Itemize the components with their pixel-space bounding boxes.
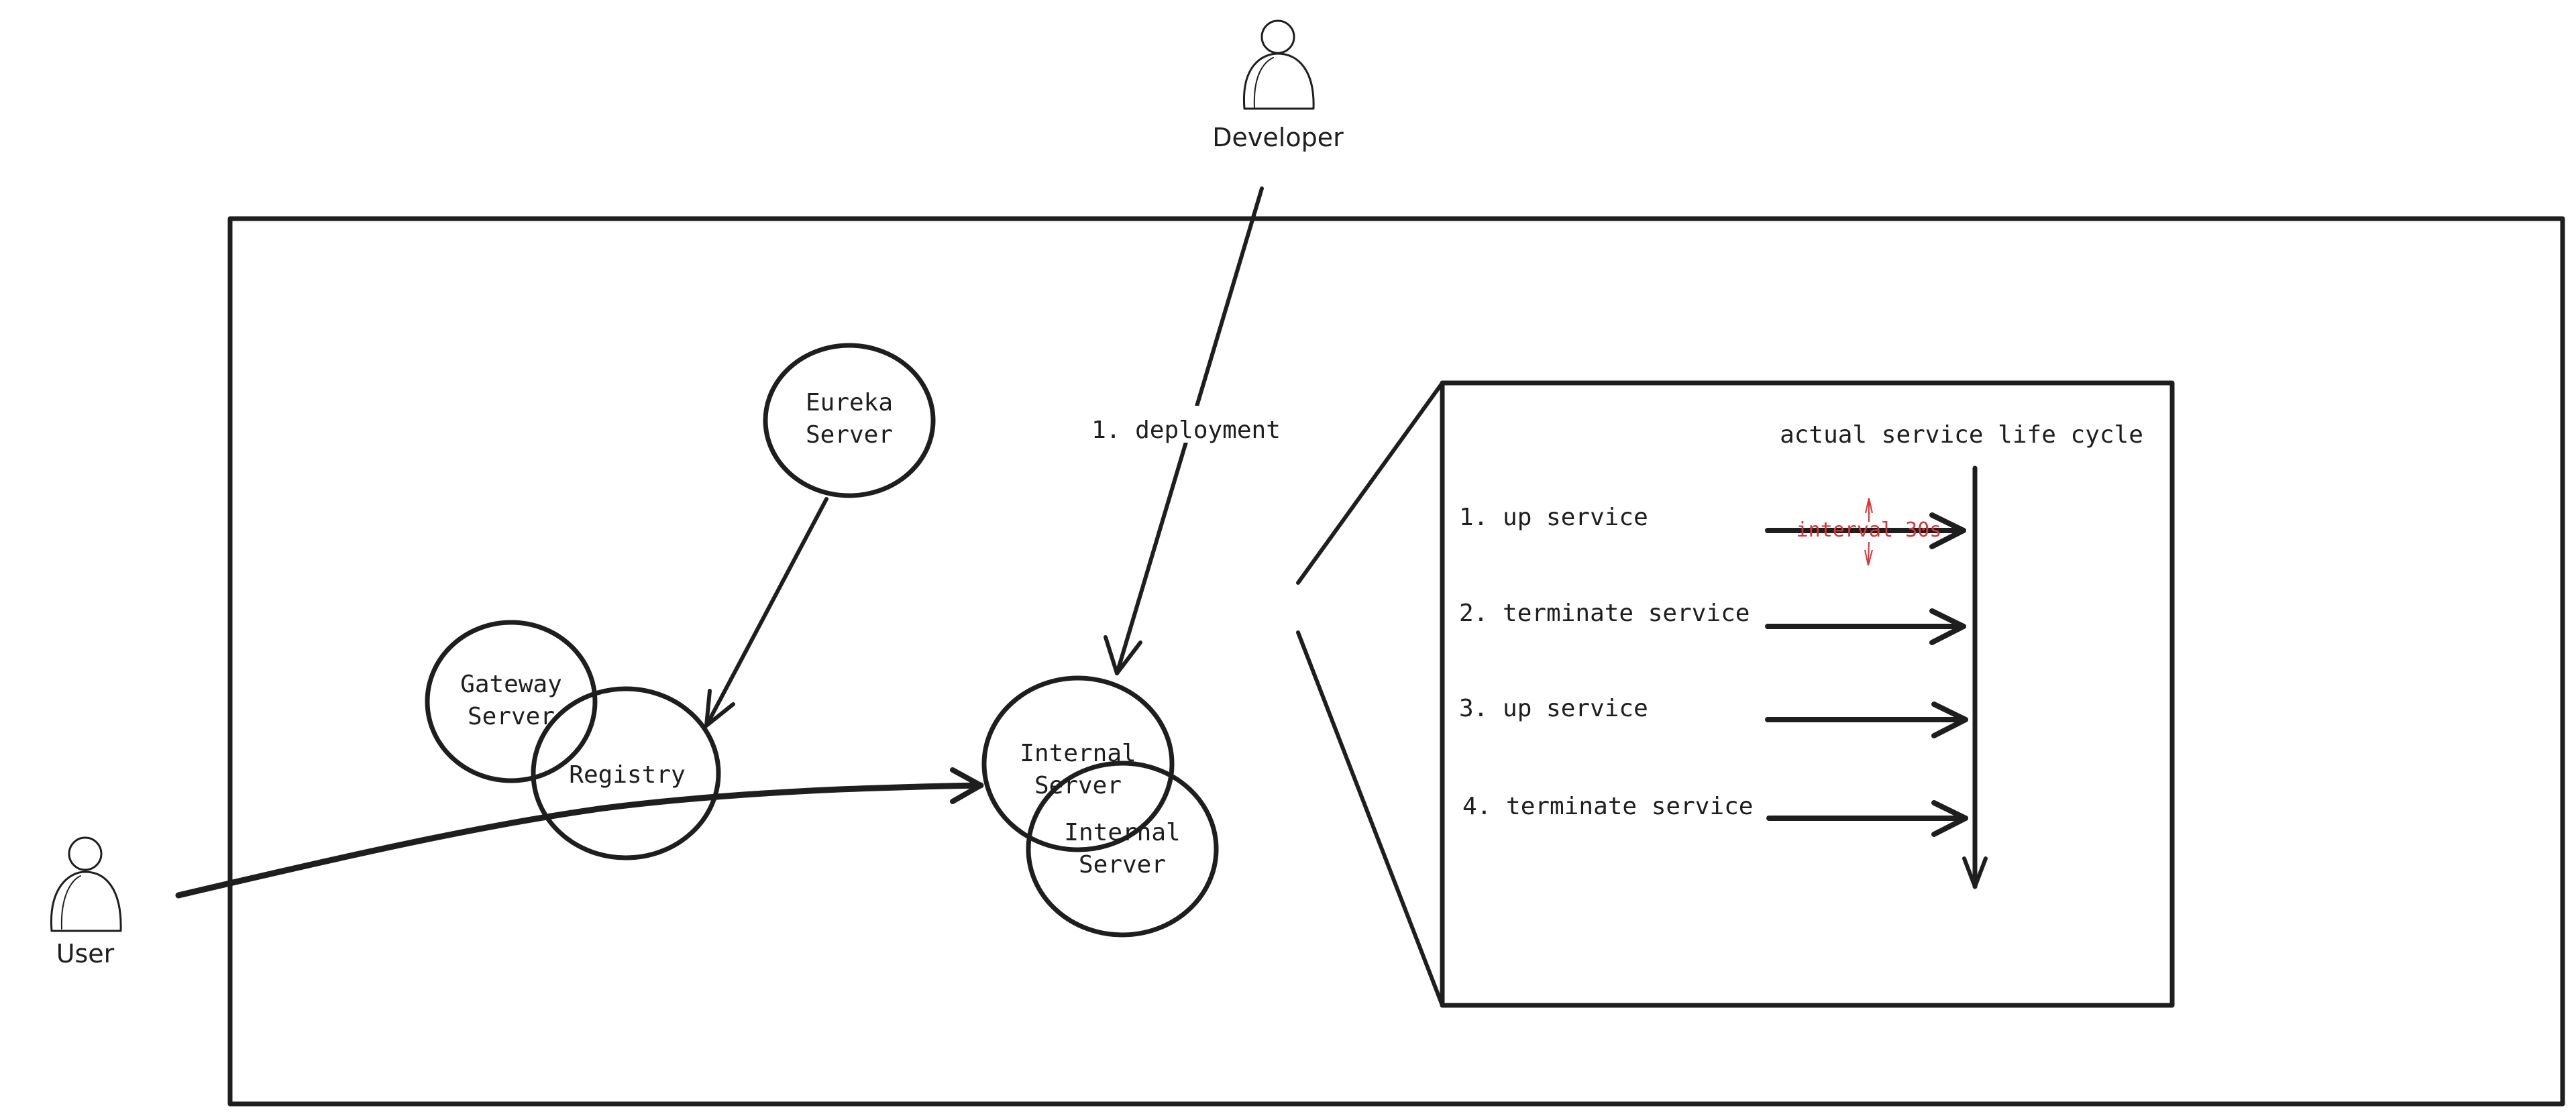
- user-request-arrow: [175, 767, 984, 899]
- callout-line-top: [1296, 381, 1444, 585]
- lifecycle-step: 3. up service: [1459, 695, 1648, 722]
- eureka-server-label: Eureka: [806, 389, 893, 416]
- internal-server-node-front[interactable]: Internal Server: [1026, 761, 1219, 938]
- lifecycle-step: 2. terminate service: [1459, 600, 1750, 627]
- user-actor: User: [50, 836, 122, 968]
- system-boundary: [227, 216, 2565, 1107]
- person-icon-body: [1242, 52, 1315, 110]
- deployment-label: 1. deployment: [1091, 416, 1281, 444]
- gateway-server-label: Gateway: [460, 671, 562, 698]
- person-icon-head: [68, 836, 103, 871]
- eureka-server-label-2: Server: [806, 421, 893, 449]
- deployment-arrow: 1. deployment: [1087, 186, 1288, 675]
- step-arrow: [1765, 512, 1966, 549]
- step-arrow: [1766, 800, 1968, 837]
- gateway-server-label-2: Server: [468, 703, 555, 730]
- developer-actor: Developer: [1212, 19, 1344, 152]
- developer-label: Developer: [1212, 123, 1344, 152]
- eureka-to-registry-arrow: [704, 497, 828, 728]
- internal-server-label-2: Server: [1079, 851, 1166, 879]
- step-arrow: [1765, 608, 1966, 645]
- person-icon-head: [1260, 19, 1295, 54]
- lifecycle-title: actual service life cycle: [1780, 421, 2143, 449]
- interval-indicator: interval 30s: [1796, 498, 1942, 566]
- lifecycle-panel: actual service life cycle 1. up service …: [1440, 380, 2175, 1008]
- user-label: User: [56, 939, 115, 968]
- timeline-arrowhead: [1962, 856, 1988, 889]
- lifecycle-step: 4. terminate service: [1462, 793, 1753, 820]
- lifecycle-step: 1. up service: [1459, 504, 1648, 531]
- registry-label: Registry: [569, 761, 685, 789]
- step-arrow: [1765, 702, 1968, 738]
- person-icon-body: [50, 871, 122, 932]
- callout-line-bottom: [1296, 630, 1444, 1007]
- internal-server-label: Internal: [1064, 819, 1180, 846]
- interval-label: interval 30s: [1796, 518, 1942, 542]
- registry-node[interactable]: Registry: [531, 686, 721, 860]
- eureka-server-node[interactable]: Eureka Server: [763, 343, 936, 498]
- gateway-server-node[interactable]: Gateway Server: [425, 620, 598, 783]
